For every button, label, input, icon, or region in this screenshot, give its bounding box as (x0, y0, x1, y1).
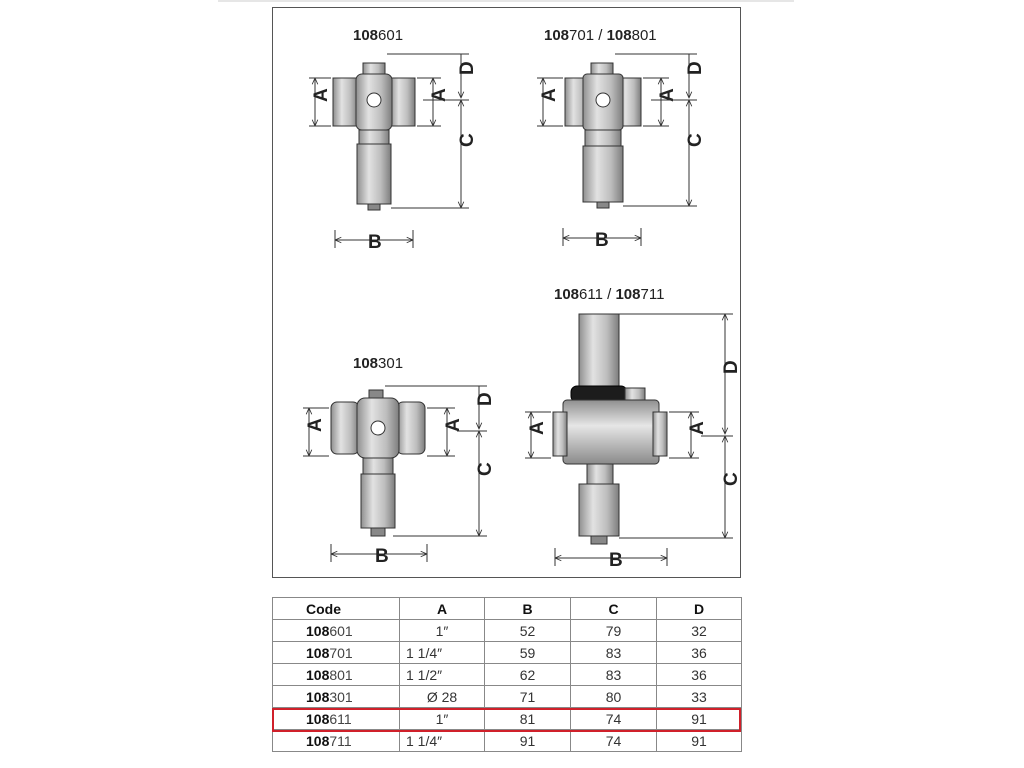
top-divider (218, 0, 794, 2)
drawing-code-label: 108701 / 108801 (544, 27, 657, 44)
drawing-code-label: 108301 (353, 355, 403, 372)
dim-a-label: A (687, 421, 708, 435)
d-cell: 33 (656, 685, 742, 708)
c-cell: 74 (570, 707, 657, 730)
dim-b-label: B (595, 230, 609, 251)
dim-d-label: D (457, 61, 478, 75)
b-cell: 81 (484, 707, 571, 730)
code-cell: 108601 (272, 619, 400, 642)
d-cell: 36 (656, 641, 742, 664)
code-cell: 108711 (272, 729, 400, 752)
valve-drawings: 108601 A A D C B 108701 / 108801 (303, 27, 742, 571)
dim-d-label: D (475, 392, 496, 406)
code-cell: 108611 (272, 707, 400, 730)
c-cell: 83 (570, 641, 657, 664)
dim-a-label: A (443, 418, 464, 432)
table-row: 108701 1 1/4″ 59 83 36 (272, 641, 742, 664)
code-cell: 108701 (272, 641, 400, 664)
dim-b-label: B (368, 232, 382, 253)
a-cell: 1 1/4″ (399, 729, 485, 752)
b-cell: 59 (484, 641, 571, 664)
code-cell: 108301 (272, 685, 400, 708)
dim-a-label: A (657, 88, 678, 102)
header-d: D (656, 597, 742, 620)
drawing-108611-108711: 108611 / 108711 A A D C B (525, 286, 742, 571)
c-cell: 79 (570, 619, 657, 642)
dim-c-label: C (721, 472, 742, 486)
b-cell: 62 (484, 663, 571, 686)
a-cell: 1 1/2″ (399, 663, 485, 686)
d-cell: 36 (656, 663, 742, 686)
table-row: 108711 1 1/4″ 91 74 91 (272, 729, 742, 752)
table-row: 108301 Ø 28 71 80 33 (272, 685, 742, 708)
dim-a-label: A (311, 88, 332, 102)
header-c: C (570, 597, 657, 620)
b-cell: 71 (484, 685, 571, 708)
d-cell: 91 (656, 729, 742, 752)
dim-a-label: A (429, 88, 450, 102)
c-cell: 74 (570, 729, 657, 752)
technical-drawing-panel: 108601 A A D C B 108701 / 108801 (272, 7, 742, 578)
c-cell: 83 (570, 663, 657, 686)
drawing-108701-108801: 108701 / 108801 A A D C B (537, 27, 706, 251)
dim-c-label: C (685, 133, 706, 147)
dim-a-label: A (527, 421, 548, 435)
a-cell: Ø 28 (399, 685, 485, 708)
dim-c-label: C (457, 133, 478, 147)
c-cell: 80 (570, 685, 657, 708)
dim-c-label: C (475, 462, 496, 476)
b-cell: 52 (484, 619, 571, 642)
table-row: 108801 1 1/2″ 62 83 36 (272, 663, 742, 686)
a-cell: 1″ (399, 619, 485, 642)
d-cell: 91 (656, 707, 742, 730)
b-cell: 91 (484, 729, 571, 752)
dimensions-table: Code A B C D 108601 1″ 52 79 32 108701 1… (272, 597, 742, 752)
header-b: B (484, 597, 571, 620)
header-a: A (399, 597, 485, 620)
d-cell: 32 (656, 619, 742, 642)
a-cell: 1 1/4″ (399, 641, 485, 664)
dim-d-label: D (685, 61, 706, 75)
dim-d-label: D (721, 360, 742, 374)
drawing-code-label: 108611 / 108711 (554, 286, 664, 303)
drawing-108301: 108301 A A D C B (303, 355, 496, 567)
table-row: 108601 1″ 52 79 32 (272, 619, 742, 642)
drawing-code-label: 108601 (353, 27, 403, 44)
dim-a-label: A (305, 418, 326, 432)
dim-b-label: B (375, 546, 389, 567)
table-header-row: Code A B C D (272, 597, 742, 620)
table-row-highlighted: 108611 1″ 81 74 91 (272, 707, 742, 730)
dim-b-label: B (609, 550, 623, 571)
drawing-108601: 108601 A A D C B (309, 27, 478, 253)
header-code: Code (272, 597, 400, 620)
dim-a-label: A (539, 88, 560, 102)
a-cell: 1″ (399, 707, 485, 730)
code-cell: 108801 (272, 663, 400, 686)
